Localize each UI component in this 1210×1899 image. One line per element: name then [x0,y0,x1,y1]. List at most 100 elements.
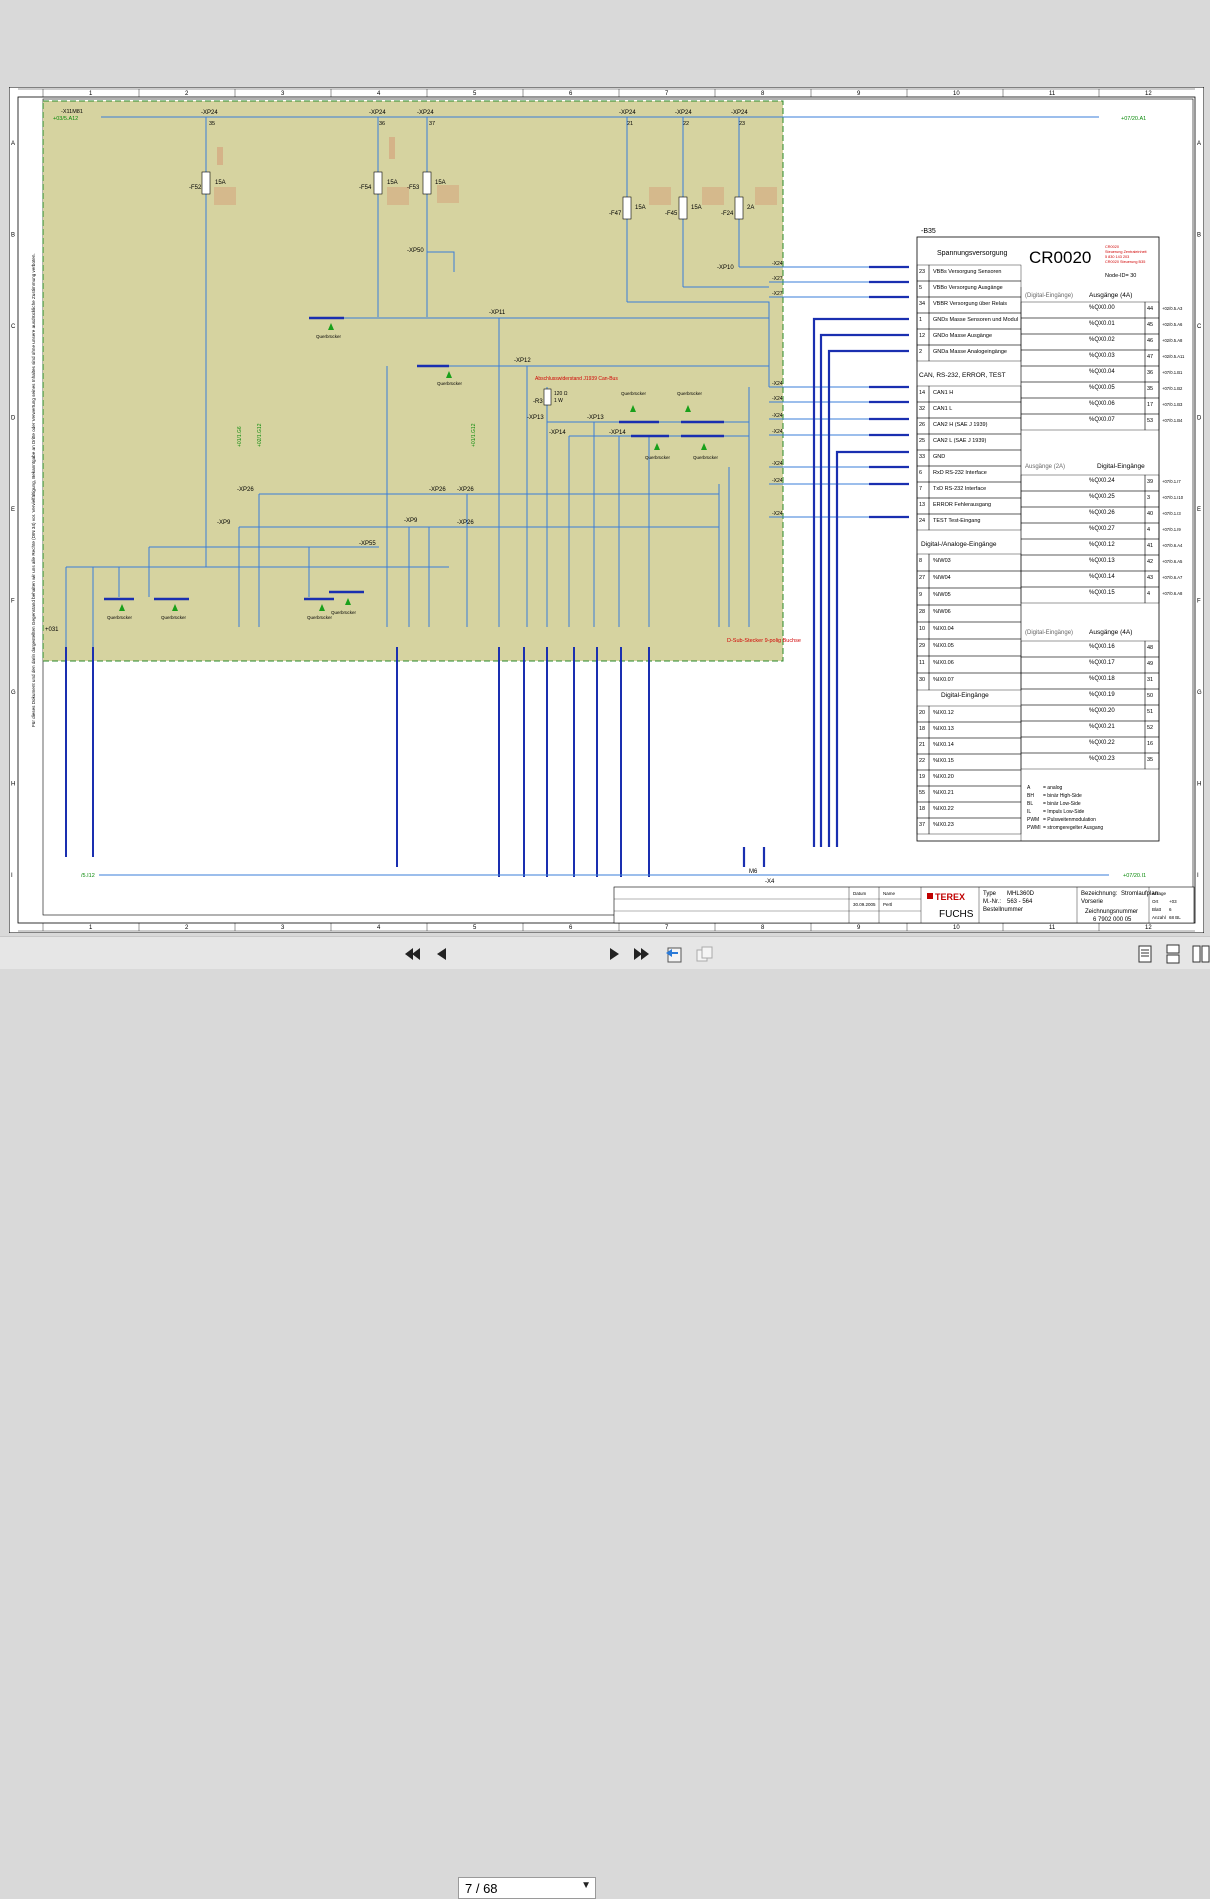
pin-label: %IX0.06 [933,660,954,666]
cross-ref[interactable]: +07/0.1.I7 [1162,479,1181,484]
pin-number: 40 [1147,511,1153,517]
go-forward-button[interactable] [693,943,715,965]
cross-ref[interactable]: +07/0.6.A7 [1162,575,1183,580]
cross-ref[interactable]: +02/0.5.A8 [1162,338,1183,343]
section-dig-in-bottom: Digital-Eingänge [941,692,989,699]
single-page-view-button[interactable] [1134,943,1156,965]
row-letter: H [11,782,15,788]
output-code: %QX0.18 [1089,676,1115,682]
cross-ref[interactable]: +07/0.1.B2 [1162,386,1183,391]
pin-number: 44 [1147,306,1153,312]
legend-text: = analog [1043,785,1063,791]
pin-number: 4 [1147,527,1150,533]
go-back-button[interactable] [663,943,685,965]
bez-label: Bezeichnung: [1081,891,1118,897]
section-out4a: Ausgänge (4A) [1089,292,1132,299]
next-page-icon [610,948,619,960]
cross-ref[interactable]: +02/0.5.A11 [1162,354,1185,359]
pin-label: TEST Test-Eingang [933,518,981,524]
pin-number: 11 [919,660,925,666]
svg-text:2A: 2A [747,205,754,211]
output-code: %QX0.02 [1089,337,1115,343]
bestell-label: Bestellnummer [983,907,1023,913]
svg-text:-X24: -X24 [772,429,783,435]
cross-ref[interactable]: +07/0.6.A4 [1162,543,1183,548]
cross-ref[interactable]: +07/0.1.B1 [1162,370,1183,375]
pin-label: %IX0.20 [933,774,954,780]
last-page-button[interactable] [630,943,652,965]
svg-text:-X27: -X27 [772,276,783,282]
svg-text:CR0020 Steuerung B35: CR0020 Steuerung B35 [1105,260,1145,264]
fuse-f45: -F45 15A [665,196,702,220]
pin-label: TxD RS-232 Interface [933,486,986,492]
right-ground-ref[interactable]: +07/20.I1 [1123,873,1146,879]
pin-number: 31 [1147,677,1153,683]
first-page-button[interactable] [402,943,424,965]
row-letter: C [11,324,16,330]
cross-ref[interactable]: +07/0.1.B3 [1162,402,1183,407]
pin-number: 20 [919,710,925,716]
legend-key: PWM [1027,817,1039,823]
next-page-button[interactable] [604,943,626,965]
pin-number: 18 [919,806,925,812]
cross-ref[interactable]: +07/0.6.A5 [1162,559,1183,564]
column-number: 1 [89,91,93,97]
chevron-down-icon: ▼ [581,1880,591,1891]
pin-number: 17 [1147,402,1153,408]
continuous-view-button[interactable] [1162,943,1184,965]
xp24-label: -XP24 [369,110,386,116]
svg-text:-F52: -F52 [189,185,202,191]
pin-number: 6 [919,470,922,476]
svg-text:15A: 15A [387,180,398,186]
left-sheet-ref[interactable]: +03/5.A12 [53,116,78,122]
pin-number: 19 [919,774,925,780]
last-page-icon [634,948,649,960]
svg-text:-F47: -F47 [609,211,622,217]
svg-text:-X24: -X24 [772,381,783,387]
cross-ref[interactable]: +07/0.1.I10 [1162,495,1184,500]
pin-number: 32 [919,406,925,412]
svg-text:-F24: -F24 [721,211,734,217]
legend-key: A [1027,785,1031,791]
pin-label: VBBR Versorgung über Relais [933,301,1007,307]
column-number: 8 [761,91,765,97]
cross-ref[interactable]: +02/0.5.A3 [1162,306,1183,311]
column-number: 10 [953,91,960,97]
left-ground-ref[interactable]: /5.I12 [81,873,95,879]
r3-power: 1 W [554,398,563,404]
column-number: 5 [473,91,477,97]
output-code: %QX0.14 [1089,574,1115,580]
pin-number: 47 [1147,354,1153,360]
page-selector[interactable]: 7 / 68 ▼ [458,1877,596,1899]
cross-ref[interactable]: +07/0.1.B4 [1162,418,1183,423]
forward-view-icon [696,946,713,962]
cross-ref[interactable]: +07/0.1.I3 [1162,511,1181,516]
row-letter: D [1197,415,1202,421]
row-letter: A [1197,141,1201,147]
datum-value: 30.09.2005 [853,902,876,907]
cross-ref[interactable]: +07/0.6.A8 [1162,591,1183,596]
output-code: %QX0.17 [1089,660,1115,666]
anzahl-value: 68 BL [1169,915,1181,920]
svg-text:-F53: -F53 [407,185,420,191]
cross-ref[interactable]: +02/0.5.A6 [1162,322,1183,327]
right-sheet-ref[interactable]: +07/20.A1 [1121,116,1146,122]
previous-page-button[interactable] [430,943,452,965]
continuous-page-icon [1166,944,1180,964]
pin-label: %IW06 [933,609,951,615]
pin-number: 50 [1147,693,1153,699]
pin-label: %IW05 [933,592,951,598]
querbruecker-label: Querbrücker [316,334,342,339]
pin-label: CAN1 L [933,406,952,412]
pin-label: %IX0.15 [933,758,954,764]
output-code: %QX0.23 [1089,756,1115,762]
facing-view-button[interactable] [1190,943,1210,965]
column-number: 3 [281,925,285,931]
xp50-label: -XP50 [407,248,424,254]
back-view-icon [666,947,682,963]
cross-ref[interactable]: +07/0.1.I9 [1162,527,1181,532]
ort-label: Ort [1152,899,1159,904]
xp24-pin: 35 [209,121,215,127]
pin-label: %IX0.14 [933,742,954,748]
